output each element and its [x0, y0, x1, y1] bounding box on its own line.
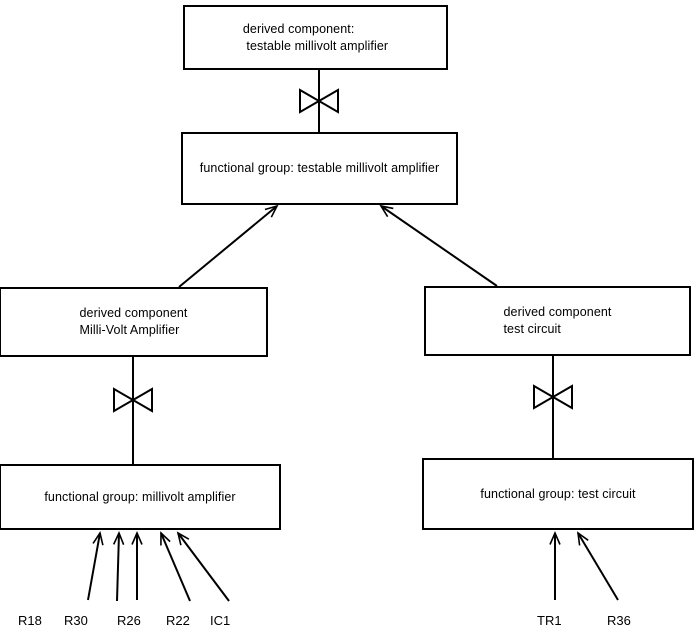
node-functional-group-testable-millivolt-amplifier[interactable]: functional group: testable millivolt amp… [181, 132, 458, 205]
leaf-label-r18: R18 [18, 613, 42, 628]
node-derived-test-circuit[interactable]: derived component test circuit [424, 286, 691, 356]
leaf-label-ic1: IC1 [210, 613, 231, 628]
arrow-millivolt-to-testable [178, 204, 279, 288]
node-label: functional group: test circuit [480, 486, 636, 501]
node-functional-group-test-circuit[interactable]: functional group: test circuit [422, 458, 694, 530]
node-label: derived component: testable millivolt am… [242, 21, 389, 53]
node-derived-milli-volt-amplifier[interactable]: derived component Milli-Volt Amplifier [0, 287, 268, 357]
node-derived-testable-millivolt-amplifier[interactable]: derived component: testable millivolt am… [183, 5, 448, 70]
node-label: functional group: testable millivolt amp… [199, 161, 440, 175]
leaf-r22-arrow [160, 531, 191, 602]
node-functional-group-millivolt-amplifier[interactable]: functional group: millivolt amplifier [0, 464, 281, 530]
leaf-label-r30: R30 [64, 613, 88, 628]
arrow-test-circuit-to-testable [379, 204, 498, 287]
node-label: derived component test circuit [503, 305, 612, 336]
node-label: functional group: millivolt amplifier [44, 489, 236, 504]
leaf-label-r26: R26 [117, 613, 141, 628]
leaf-label-r22: R22 [166, 613, 190, 628]
leaf-r30-arrow [112, 530, 125, 602]
leaf-label-r36: R36 [607, 613, 631, 628]
derivation-right-bowtie-icon [533, 384, 573, 410]
derivation-top-bowtie-icon [299, 88, 339, 114]
leaf-r36-arrow [576, 531, 619, 601]
derivation-left-bowtie-icon [113, 387, 153, 413]
leaf-label-tr1: TR1 [537, 613, 562, 628]
leaf-ic1-arrow [176, 531, 230, 602]
leaf-r18-arrow [87, 531, 104, 601]
node-label: derived component Milli-Volt Amplifier [79, 306, 188, 337]
